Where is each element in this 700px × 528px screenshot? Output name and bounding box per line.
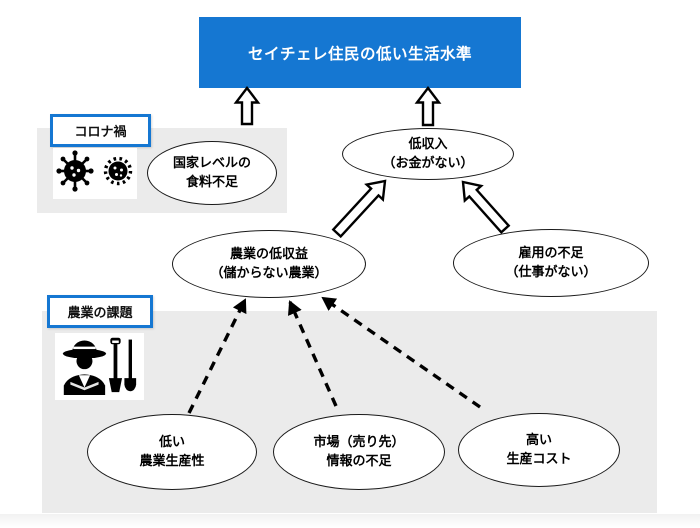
agriculture-icons-patch	[55, 333, 144, 400]
node-market-info-shortage-line2: 情報の不足	[326, 453, 392, 468]
agriculture-group-label: 農業の課題	[47, 295, 153, 328]
node-market-info-shortage-line1: 市場（売り先）	[313, 434, 405, 450]
node-market-info-shortage: 市場（売り先） 情報の不足	[273, 414, 445, 490]
node-low-income: 低収入 （お金がない）	[342, 128, 514, 180]
farmer-with-tools-icon	[57, 333, 142, 400]
node-farm-low-profit-line1: 農業の低収益	[229, 246, 308, 262]
block-arrow-employment-to-income	[461, 180, 511, 234]
corona-group-label-text: コロナ禍	[74, 124, 127, 139]
node-food-shortage: 国家レベルの 食料不足	[147, 141, 277, 205]
node-high-production-cost-line2: 生産コスト	[506, 451, 572, 466]
title-box: セイチェレ住民の低い生活水準	[199, 17, 521, 88]
node-farm-low-profit-line2: （儲からない農業）	[210, 265, 328, 280]
node-low-income-line2: （お金がない）	[382, 155, 474, 170]
node-low-productivity-line1: 低い	[158, 434, 185, 450]
coronavirus-icon	[53, 148, 97, 199]
node-low-productivity: 低い 農業生産性	[87, 414, 257, 490]
agriculture-group-label-text: 農業の課題	[67, 305, 133, 320]
node-employment-shortage-line1: 雇用の不足	[518, 245, 584, 261]
node-food-shortage-line1: 国家レベルの	[172, 155, 251, 171]
node-employment-shortage-line2: （仕事がない）	[505, 264, 597, 279]
corona-group-label: コロナ禍	[50, 114, 151, 147]
node-high-production-cost-line1: 高い	[525, 432, 552, 448]
node-low-productivity-line2: 農業生産性	[139, 453, 205, 468]
node-high-production-cost: 高い 生産コスト	[458, 413, 620, 487]
block-arrow-food-to-title	[233, 86, 261, 126]
node-low-income-line1: 低収入	[408, 136, 448, 152]
block-arrow-income-to-title	[414, 86, 442, 127]
node-farm-low-profit: 農業の低収益 （儲からない農業）	[172, 230, 366, 298]
corona-icons-patch	[53, 148, 137, 199]
coronavirus-icon-2	[99, 151, 137, 196]
page-bottom-edge	[0, 514, 700, 528]
node-food-shortage-line2: 食料不足	[185, 174, 238, 189]
block-arrow-profit-to-income	[331, 179, 387, 239]
node-employment-shortage: 雇用の不足 （仕事がない）	[453, 229, 649, 297]
title-text: セイチェレ住民の低い生活水準	[247, 45, 472, 63]
